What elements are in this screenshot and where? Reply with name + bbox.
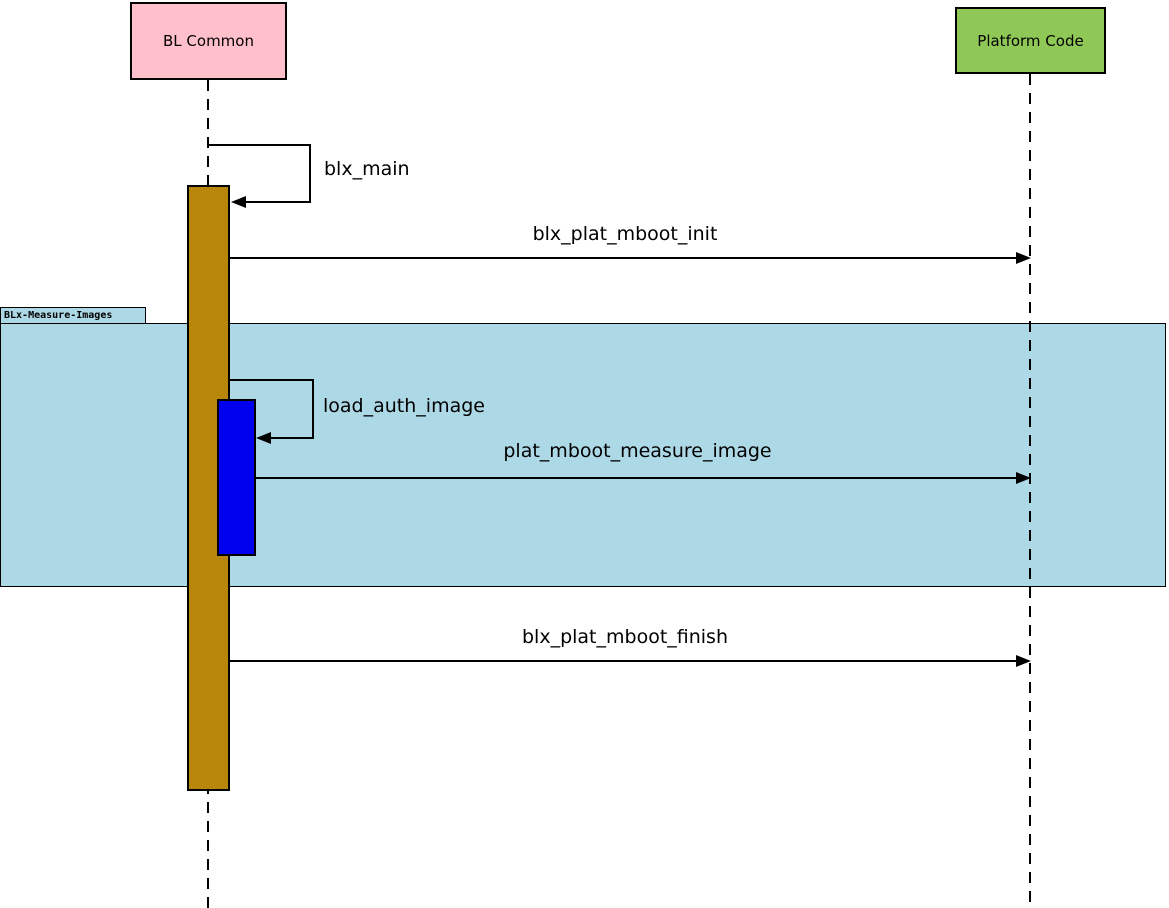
arrowhead <box>1016 252 1031 264</box>
self-call-load-auth-image-bottom-line <box>270 437 314 439</box>
self-call-blx-main-top-line <box>208 144 311 146</box>
arrowhead <box>231 196 246 208</box>
message-label-blx-main: blx_main <box>324 158 410 180</box>
self-call-load-auth-image-right-line <box>312 379 314 439</box>
message-label-blx-plat-mboot-init: blx_plat_mboot_init <box>532 223 718 245</box>
frame-label: BLx-Measure-Images <box>0 307 146 324</box>
message-label-plat-mboot-measure-image: plat_mboot_measure_image <box>503 440 772 462</box>
activation-bar-nested <box>217 399 256 556</box>
self-call-blx-main-bottom-line <box>245 201 311 203</box>
participant-platform-code: Platform Code <box>955 7 1106 74</box>
participant-bl-common: BL Common <box>130 2 287 80</box>
message-line-blx-plat-mboot-finish <box>229 660 1017 662</box>
message-line-plat-mboot-measure-image <box>255 477 1017 479</box>
arrowhead <box>256 432 271 444</box>
message-line-blx-plat-mboot-init <box>229 257 1017 259</box>
message-label-blx-plat-mboot-finish: blx_plat_mboot_finish <box>521 626 728 648</box>
message-label-load-auth-image: load_auth_image <box>323 395 485 417</box>
lifeline-platform-code <box>1029 74 1031 908</box>
participant-bl-common-label: BL Common <box>163 32 254 50</box>
arrowhead <box>1016 472 1031 484</box>
self-call-load-auth-image-top-line <box>229 379 314 381</box>
self-call-blx-main-right-line <box>309 144 311 203</box>
arrowhead <box>1016 655 1031 667</box>
participant-platform-code-label: Platform Code <box>977 31 1084 50</box>
